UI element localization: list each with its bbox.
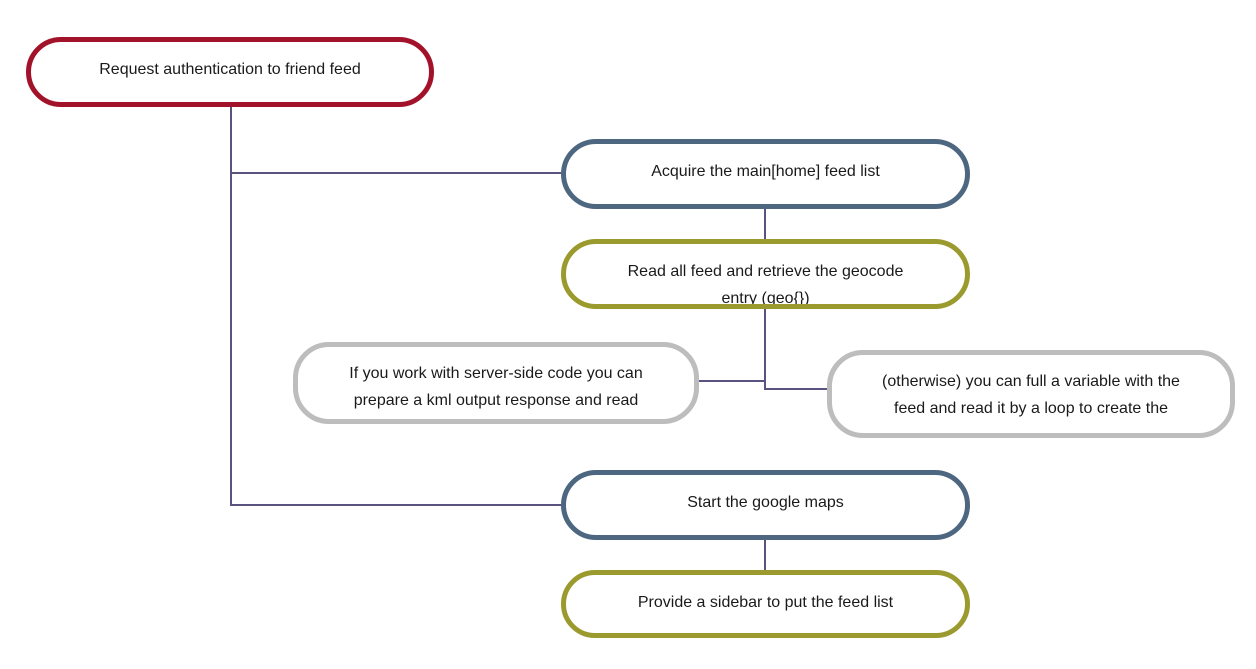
node-start-google-maps: Start the google maps xyxy=(561,470,970,540)
node-server-side-option: If you work with server-side code you ca… xyxy=(293,342,699,424)
node-variable-loop-option-label: (otherwise) you can full a variable with… xyxy=(882,373,1180,417)
node-request-authentication: Request authentication to friend feed xyxy=(26,37,434,107)
node-request-authentication-label: Request authentication to friend feed xyxy=(99,61,361,78)
node-read-geocode-label: Read all feed and retrieve the geocode e… xyxy=(627,263,904,307)
node-acquire-feed-list: Acquire the main[home] feed list xyxy=(561,139,970,209)
connector-read-to-server xyxy=(699,309,766,382)
node-start-google-maps-label: Start the google maps xyxy=(687,494,844,511)
connector-read-to-otherwise xyxy=(764,381,827,390)
node-acquire-feed-list-label: Acquire the main[home] feed list xyxy=(651,163,880,180)
connector-auth-to-acquire xyxy=(230,107,561,174)
node-provide-sidebar-label: Provide a sidebar to put the feed list xyxy=(637,594,894,611)
node-provide-sidebar: Provide a sidebar to put the feed list xyxy=(561,570,970,638)
node-read-geocode: Read all feed and retrieve the geocode e… xyxy=(561,239,970,309)
node-variable-loop-option: (otherwise) you can full a variable with… xyxy=(827,350,1235,438)
connector-auth-to-maps xyxy=(230,173,561,506)
node-server-side-option-label: If you work with server-side code you ca… xyxy=(349,365,643,409)
